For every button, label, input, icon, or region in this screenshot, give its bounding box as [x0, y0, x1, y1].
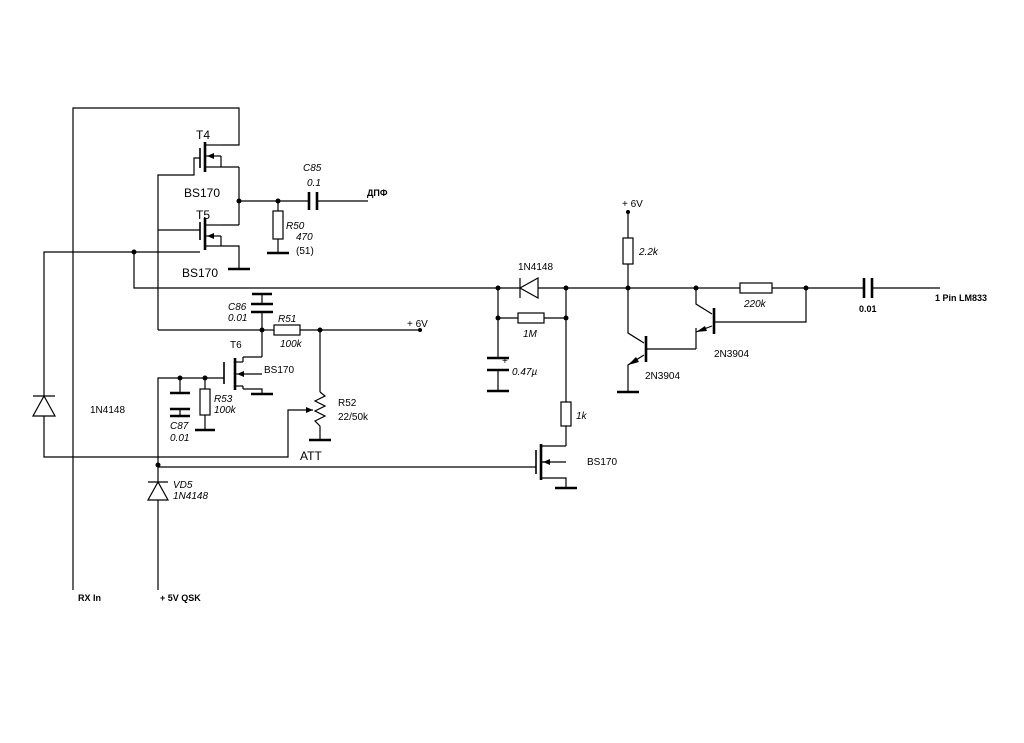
label-r51-ref: R51: [278, 314, 296, 325]
label-q1: 2N3904: [645, 371, 680, 382]
label-d-top: 1N4148: [518, 262, 553, 273]
transistor-bs170-right: [535, 444, 550, 480]
label-c86-val: 0.01: [228, 313, 247, 324]
label-dpf: ДПФ: [367, 188, 388, 198]
capacitor-c86: [251, 292, 273, 314]
label-t6-part: BS170: [264, 365, 294, 376]
label-rx-in: RX In: [78, 593, 101, 603]
label-220k: 220k: [743, 299, 767, 310]
label-r53-ref: R53: [214, 394, 233, 405]
potentiometer-r52: [306, 391, 331, 442]
resistor-r50: [272, 210, 284, 240]
label-att: ATT: [300, 449, 322, 463]
label-6v-a: + 6V: [407, 319, 428, 330]
label-vd5-ref: VD5: [173, 480, 193, 491]
transistor-q2: [696, 308, 716, 334]
label-2k2: 2.2k: [638, 247, 659, 258]
transistor-t5: [199, 218, 222, 250]
label-c001: 0.01: [859, 304, 877, 314]
label-r50-ref: R50: [286, 221, 305, 232]
label-r52-ref: R52: [338, 398, 357, 409]
transistor-t4: [199, 142, 222, 172]
diode-left: [31, 394, 57, 417]
label-t5-part: BS170: [182, 266, 218, 280]
label-c87-val: 0.01: [170, 433, 189, 444]
label-plus: +: [502, 356, 508, 367]
transistor-t6: [223, 357, 244, 390]
wires: [43, 107, 940, 590]
resistor-1m: [517, 312, 545, 324]
capacitor-c85: [307, 192, 319, 210]
labels: T4 BS170 T5 BS170 C85 0.1 ДПФ R50 470 (5…: [78, 128, 987, 603]
label-1k: 1k: [576, 411, 588, 422]
label-t4-part: BS170: [184, 186, 220, 200]
capacitor-c87: [170, 391, 190, 418]
label-r52-val: 22/50k: [338, 412, 369, 423]
capacitor-047: [487, 356, 509, 393]
label-q2: 2N3904: [714, 349, 749, 360]
resistor-r53: [199, 388, 211, 416]
label-c85-ref: C85: [303, 163, 322, 174]
label-c87-ref: C87: [170, 421, 189, 432]
junctions: [131, 198, 809, 468]
label-1m: 1M: [523, 329, 538, 340]
resistor-2k2: [622, 237, 634, 265]
label-c85-val: 0.1: [307, 178, 321, 189]
label-r50-alt: (51): [296, 246, 314, 257]
label-6v-b: + 6V: [622, 199, 643, 210]
diode-top: [518, 276, 539, 300]
resistor-r51: [273, 324, 301, 336]
transistor-q1: [617, 336, 648, 394]
diode-vd5: [146, 480, 170, 501]
label-bs170-right: BS170: [587, 457, 617, 468]
label-r51-val: 100k: [280, 339, 303, 350]
resistor-220k: [739, 282, 773, 294]
label-047: 0.47µ: [512, 367, 537, 378]
label-t5-ref: T5: [196, 208, 210, 222]
label-t6-ref: T6: [230, 340, 242, 351]
label-r50-val: 470: [296, 232, 313, 243]
label-r53-val: 100k: [214, 405, 237, 416]
capacitor-001: [862, 278, 874, 298]
label-qsk: + 5V QSK: [160, 593, 201, 603]
label-c86-ref: C86: [228, 302, 247, 313]
label-vd5-part: 1N4148: [173, 491, 208, 502]
label-out: 1 Pin LM833: [935, 293, 987, 303]
label-d-left: 1N4148: [90, 405, 125, 416]
resistor-1k: [560, 401, 572, 427]
label-t4-ref: T4: [196, 128, 210, 142]
